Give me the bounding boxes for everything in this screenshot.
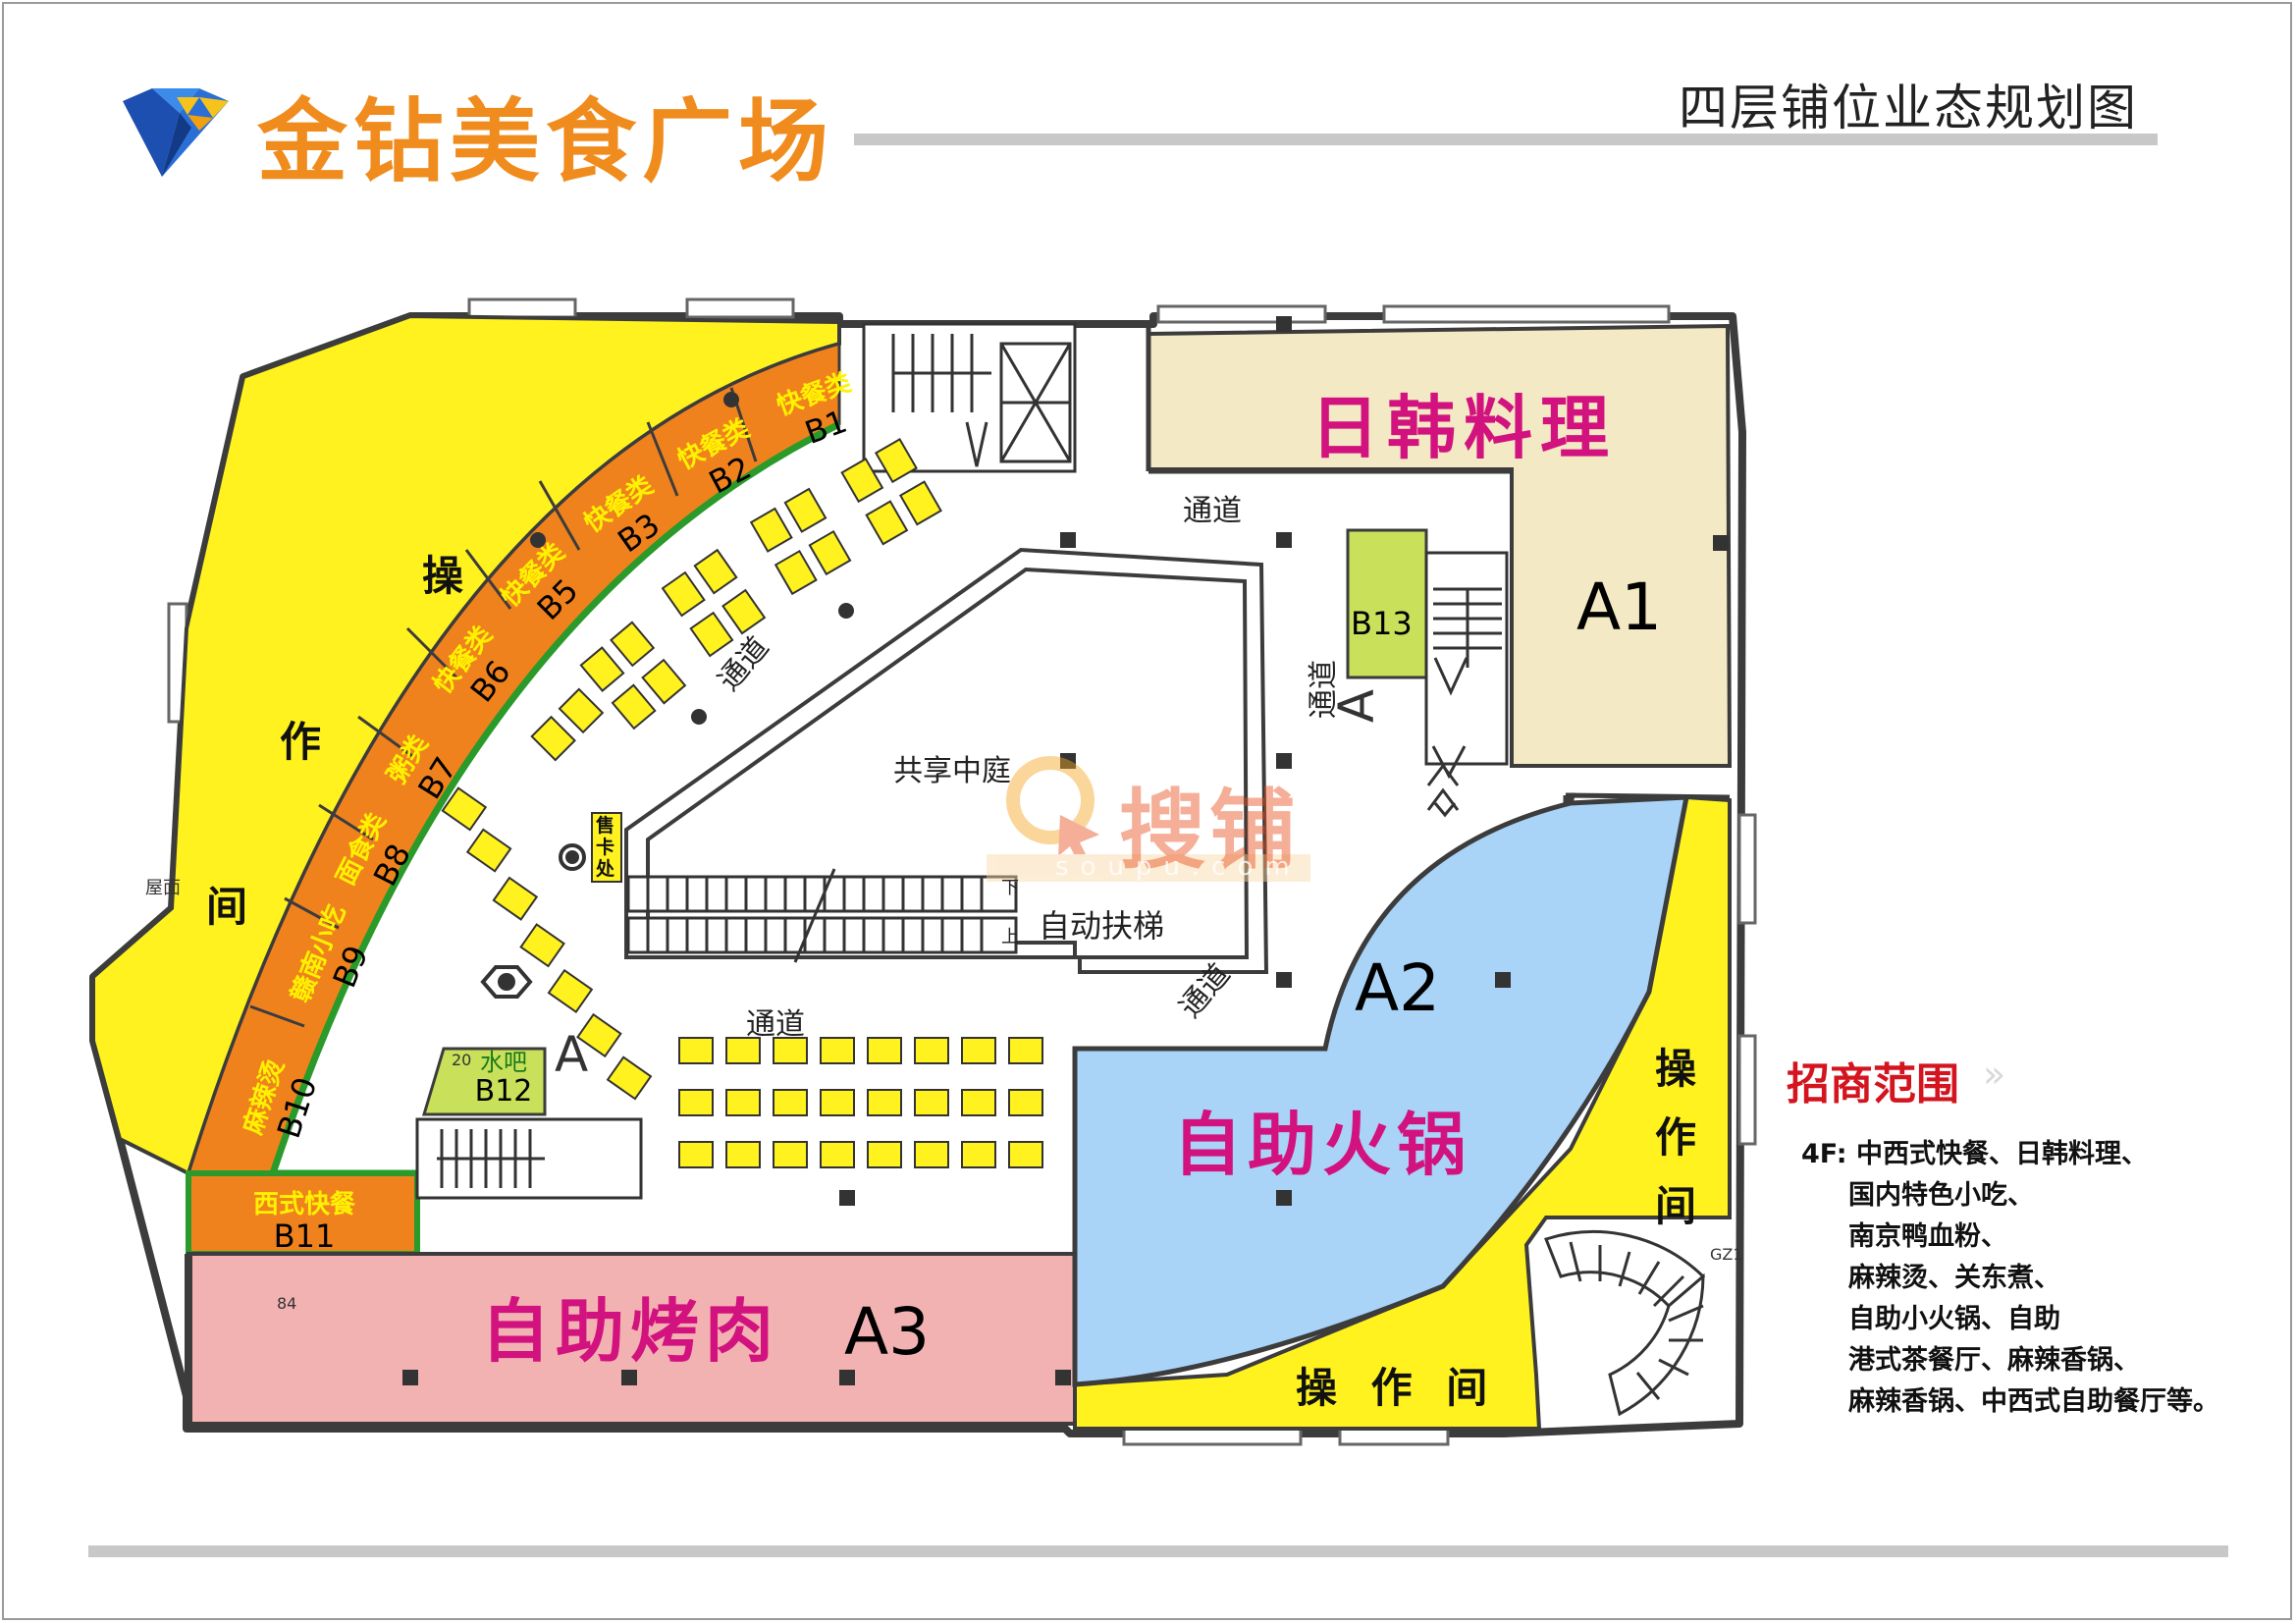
escalator-up-label: 上 xyxy=(1001,927,1019,947)
scope-line: 麻辣烫、关东煮、 xyxy=(1848,1263,2060,1293)
zone-a2 xyxy=(1072,792,1690,1387)
workroom-right-label-3: 间 xyxy=(1655,1182,1697,1230)
zone-a1-code: A1 xyxy=(1576,569,1663,645)
workroom-right-label-2: 作 xyxy=(1655,1113,1697,1162)
workroom-left-label-1: 操 xyxy=(422,552,464,600)
columns xyxy=(402,316,1729,1385)
shop-b11-label: 西式快餐 B11 xyxy=(196,1190,412,1253)
workroom-right-label-1: 操 xyxy=(1655,1045,1697,1093)
zone-a3 xyxy=(187,1252,1077,1426)
workroom-left-label-2: 作 xyxy=(280,718,322,766)
roof-label: 屋面 xyxy=(145,878,181,898)
direction-arrows xyxy=(965,421,1468,818)
brand-name: 金钻美食广场 xyxy=(257,89,835,194)
shop-type: 西式快餐 xyxy=(252,1190,355,1219)
shop-b11 xyxy=(186,1170,420,1257)
scope-line: 自助小火锅、自助 xyxy=(1848,1304,2060,1334)
workroom-bottom-label: 操 作 间 xyxy=(1296,1364,1498,1412)
card-desk xyxy=(591,812,622,883)
brand-logo-icon xyxy=(123,88,229,177)
chevron-right-icon: » xyxy=(1983,1053,2005,1096)
corridor-label-top: 通道 xyxy=(1183,494,1242,528)
zone-a3-name: 自助烤肉 xyxy=(481,1291,779,1372)
escalator-label: 自动扶梯 xyxy=(1039,907,1165,945)
zone-a2-code: A2 xyxy=(1355,950,1441,1026)
workroom-right xyxy=(1073,794,1732,1431)
scope-line: 南京鸭血粉、 xyxy=(1848,1221,2007,1252)
spiral-stair xyxy=(1544,1230,1706,1417)
footer-divider xyxy=(88,1545,2228,1557)
atrium-label: 共享中庭 xyxy=(893,754,1011,788)
corridor-label-bottom: 通道 xyxy=(746,1007,805,1042)
arrow-letter-left: A xyxy=(555,1026,589,1083)
plan-title: 四层铺位业态规划图 xyxy=(1679,80,2138,136)
escalator xyxy=(626,868,1018,963)
card-desk-label: 售卡处 xyxy=(596,815,615,880)
column-tag-84: 84 xyxy=(277,1294,297,1313)
arrow-letter-right: A xyxy=(1328,688,1386,724)
shop-type: 水吧 xyxy=(480,1049,527,1076)
seating xyxy=(441,437,1043,1168)
column-tag-gz1: GZ1 xyxy=(1710,1245,1743,1264)
shop-code: B12 xyxy=(474,1074,533,1109)
watermark xyxy=(987,756,1310,882)
zone-a3-code: A3 xyxy=(844,1294,931,1370)
scope-line: 4F: 中西式快餐、日韩料理、 xyxy=(1801,1139,2148,1169)
shop-b13 xyxy=(1346,528,1428,679)
zone-a1-name: 日韩料理 xyxy=(1310,388,1617,468)
column-tag-20: 20 xyxy=(452,1051,472,1069)
atrium-outline xyxy=(624,547,1269,974)
scope-line: 港式茶餐厅、麻辣香锅、 xyxy=(1848,1345,2140,1376)
watermark-url: soupu.com xyxy=(1055,852,1302,882)
header-divider xyxy=(854,134,2158,145)
shop-b12 xyxy=(421,1047,547,1116)
workroom-left-label-3: 间 xyxy=(206,883,248,931)
shop-b12-label: 水吧 B12 xyxy=(459,1049,548,1108)
stairs-top xyxy=(862,322,1077,473)
scope-line: 国内特色小吃、 xyxy=(1848,1180,2034,1211)
stairs-left xyxy=(415,1117,643,1200)
shop-b13-label: B13 xyxy=(1351,605,1413,642)
scope-line: 麻辣香锅、中西式自助餐厅等。 xyxy=(1848,1386,2219,1417)
stairs-right xyxy=(1424,551,1509,766)
escalator-down-label: 下 xyxy=(1001,878,1019,898)
watermark-text: 搜铺 xyxy=(1119,780,1301,881)
leasing-scope-title: 招商范围 xyxy=(1787,1059,1959,1110)
shop-code: B11 xyxy=(273,1218,336,1255)
zone-a2-name: 自助火锅 xyxy=(1173,1105,1471,1185)
